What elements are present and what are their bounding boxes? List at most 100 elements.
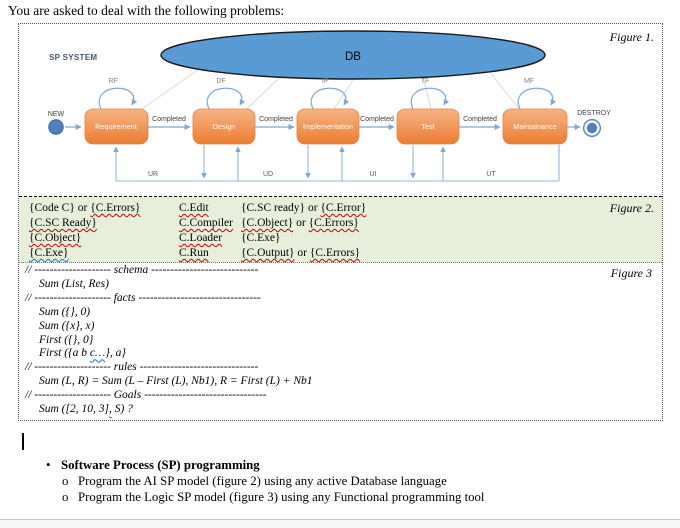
figure1-diagram: DB SP SYSTEM RF DF IF TF MF Requirement [48, 30, 611, 182]
problems-box: DB SP SYSTEM RF DF IF TF MF Requirement [18, 23, 663, 421]
feedback-lines [113, 145, 560, 182]
text-segment: // -------------------- facts ----------… [25, 291, 261, 304]
task-item-2-text: Program the Logic SP model (figure 3) us… [78, 490, 485, 504]
svg-text:UR: UR [148, 171, 158, 178]
text-segment: // -------------------- Goals ----------… [25, 389, 267, 402]
figure3-line: Sum (List, Res) [39, 278, 662, 292]
text-segment: Sum ([2, 10, 3] [39, 403, 109, 416]
state-labels: Requirement Design Implementation Test M… [95, 122, 557, 131]
text-segment: Sum ({}, 0) [39, 305, 91, 318]
svg-text:Design: Design [213, 122, 236, 131]
svg-text:TF: TF [421, 78, 430, 85]
bullet-icon: • [46, 458, 51, 472]
db-label: DB [345, 51, 361, 63]
text-segment: {C.SC Ready} [29, 217, 97, 229]
svg-text:Maintainance: Maintainance [513, 122, 556, 131]
figure3-line: // -------------------- facts ----------… [25, 292, 662, 306]
text-segment: c… [89, 347, 106, 360]
circle-bullet-icon: o [62, 490, 69, 504]
figure2-block: {Code C} or {C.Errors}C.Edit {C.SC ready}… [19, 196, 662, 263]
svg-text:UI: UI [370, 171, 377, 178]
text-segment: , [108, 403, 112, 416]
figure2-cell: C.Run [179, 246, 241, 261]
text-segment: {C.SC ready} or [241, 202, 321, 214]
svg-text:UT: UT [486, 171, 496, 178]
figure2-cell: {C.Object} or {C.Errors} [241, 216, 662, 231]
figure2-label: Figure 2. [609, 201, 654, 215]
figure3-line: Sum ({}, 0) [39, 306, 662, 320]
text-segment: {C.Errors} [309, 247, 361, 259]
text-segment: }, a} [105, 347, 126, 360]
text-segment: Sum (L, R) = Sum (L – First (L), Nb1), R… [39, 375, 313, 388]
figure3-line: Sum (L, R) = Sum (L – First (L), Nb1), R… [39, 375, 662, 389]
sp-system-title: SP SYSTEM [49, 53, 97, 62]
figure3-block: // -------------------- schema ---------… [19, 264, 662, 419]
text-segment: {C.Errors} [90, 202, 141, 214]
text-segment: C.Run [179, 247, 209, 259]
task-title: Software Process (SP) programming [61, 458, 260, 472]
text-segment: {C.Output} [241, 247, 295, 259]
circle-bullet-icon: o [62, 474, 69, 488]
text-segment: or [293, 217, 309, 229]
figure2-row: {C.Object} C.Loader {C.Exe} [29, 231, 662, 246]
svg-text:Completed: Completed [259, 116, 293, 123]
text-segment: Sum (List, Res) [39, 277, 109, 290]
text-segment: {C.Object} [241, 217, 294, 229]
svg-text:IF: IF [322, 78, 328, 85]
figure2-cell: {Code C} or {C.Errors} [29, 201, 179, 216]
text-segment: {C.Errors} [308, 217, 359, 229]
self-loop-labels: RF DF IF TF MF [108, 78, 534, 85]
destroy-label: DESTROY [577, 110, 611, 117]
figure2-cell: {C.Exe} [241, 231, 662, 246]
text-segment: S) ? [111, 403, 133, 416]
figure2-cell: C.Loader [179, 231, 241, 246]
db-connector-lines [141, 68, 520, 110]
svg-text:Implementation: Implementation [303, 122, 353, 131]
figure2-cell: C.Edit [179, 201, 241, 216]
self-loop-arrows [98, 87, 557, 110]
task-title-item: • Software Process (SP) programming [46, 458, 260, 473]
figure2-row: {Code C} or {C.Errors}C.Edit {C.SC ready}… [29, 201, 662, 216]
text-segment: C.Loader [179, 232, 223, 244]
new-label: NEW [48, 111, 65, 118]
figure2-cell: C.Compiler [179, 216, 241, 231]
task-item-1-text: Program the AI SP model (figure 2) using… [78, 474, 447, 488]
svg-text:MF: MF [524, 78, 534, 85]
page-break-line [0, 519, 680, 528]
text-cursor [22, 433, 24, 450]
figure3-line: First ({}, 0} [39, 334, 662, 348]
state-boxes [84, 108, 568, 145]
figure2-rows: {Code C} or {C.Errors}C.Edit {C.SC ready}… [19, 197, 662, 261]
figure3-line: Sum ({x}, x) [39, 320, 662, 334]
text-segment: Sum ({x}, x) [39, 319, 95, 332]
text-segment: or [294, 247, 310, 259]
svg-text:RF: RF [108, 78, 117, 85]
text-segment: {C.Exe} [29, 247, 69, 259]
svg-text:DF: DF [216, 78, 225, 85]
svg-text:Completed: Completed [463, 116, 497, 123]
figure3-lines: // -------------------- schema ---------… [19, 264, 662, 417]
completed-labels: Completed Completed Completed Completed [152, 116, 497, 123]
figure2-cell: {C.SC Ready} [29, 216, 179, 231]
svg-text:Completed: Completed [152, 116, 186, 123]
figure2-cell: {C.Object} [29, 231, 179, 246]
text-segment: {C.Error} [320, 202, 367, 214]
text-segment: C.Compiler [179, 217, 233, 229]
figure3-line: // -------------------- schema ---------… [25, 264, 662, 278]
text-segment: {C.Object} [29, 232, 82, 244]
figure3-line: First ({a b c…}, a} [39, 347, 662, 361]
text-segment: {C.Exe} [241, 232, 281, 244]
text-segment: // -------------------- schema ---------… [25, 264, 259, 276]
figure2-cell: {C.Exe} [29, 246, 179, 261]
db-ellipse [160, 30, 546, 80]
task-item-2: o Program the Logic SP model (figure 3) u… [62, 490, 484, 505]
text-segment: First ({}, 0} [39, 333, 94, 346]
destroy-node-inner [586, 122, 598, 134]
figure3-line: // -------------------- rules ----------… [25, 361, 662, 375]
new-node [48, 119, 64, 135]
text-segment: C.Edit [179, 202, 209, 214]
figure1-label: Figure 1. [609, 30, 654, 44]
feedback-labels: UR UD UI UT [148, 171, 496, 178]
figure2-row: {C.SC Ready} C.Compiler {C.Object} or {C.E… [29, 216, 662, 231]
